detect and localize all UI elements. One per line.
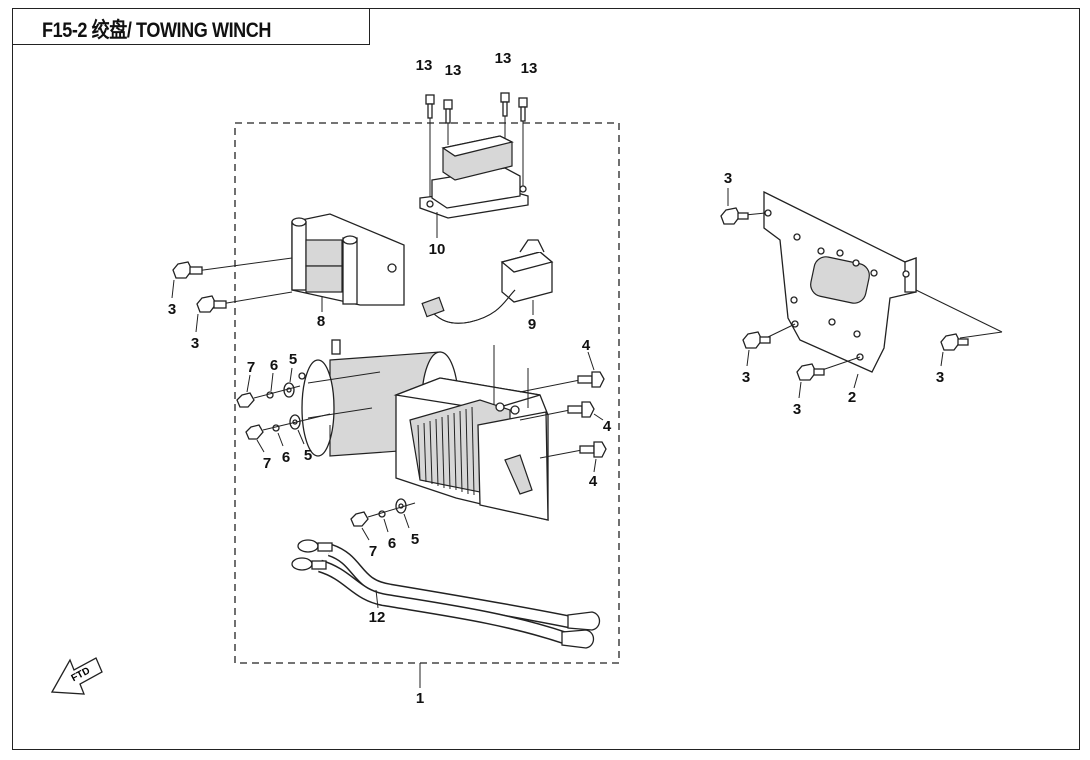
callout-3: 3 [742,369,750,386]
callout-3: 3 [793,401,801,418]
callout-5: 5 [411,531,419,548]
callout-4: 4 [582,337,591,354]
callout-9: 9 [528,316,536,333]
mounting-plate-2 [744,190,1003,389]
callout-12: 12 [369,609,386,626]
callout-3: 3 [936,369,944,386]
title-box: F15-2 绞盘/ TOWING WINCH [12,8,370,45]
callout-3: 3 [191,335,199,352]
page-title: F15-2 绞盘/ TOWING WINCH [42,19,272,42]
bolt-3-left-lower [195,295,227,333]
callout-3: 3 [724,170,732,187]
callout-4: 4 [589,473,598,490]
callout-5: 5 [304,447,312,464]
callout-13: 13 [495,50,512,67]
callout-7: 7 [369,543,377,560]
bolt-3-plate-bottom [796,363,825,399]
callout-7: 7 [247,359,255,376]
drawing-frame [12,8,1080,750]
bolt-4-lower [579,441,607,473]
cable-drum [417,406,475,496]
fastener-set-lower [350,498,416,541]
callout-6: 6 [388,535,396,552]
winch-assembly-boundary [234,122,620,664]
callout-2: 2 [848,389,856,406]
bolt-4-middle [567,401,604,421]
callout-10: 10 [429,241,446,258]
bolt-4-upper [577,351,605,388]
callout-5: 5 [289,351,297,368]
callout-13: 13 [416,57,433,74]
fairlead-8 [195,213,405,312]
callout-4: 4 [603,418,612,435]
relay-9 [421,239,554,324]
callout-3: 3 [168,301,176,318]
callout-6: 6 [270,357,278,374]
bolt-3-plate-top [720,188,749,225]
bolt-3-plate-right [940,333,969,367]
callout-7: 7 [263,455,271,472]
battery-cable-12 [291,539,601,649]
solenoid-box-10 [419,135,529,238]
fastener-set-middle [245,413,331,453]
callout-6: 6 [282,449,290,466]
bolt-13-group [425,92,528,205]
callout-13: 13 [521,60,538,77]
callout-1: 1 [416,690,424,707]
callout-13: 13 [445,62,462,79]
bolt-3-left-upper [171,261,203,299]
forward-direction-arrow: FTD [50,657,103,695]
winch-body [298,339,583,521]
fastener-set-upper [236,367,301,408]
callout-8: 8 [317,313,325,330]
bolt-3-plate-left [742,331,771,367]
